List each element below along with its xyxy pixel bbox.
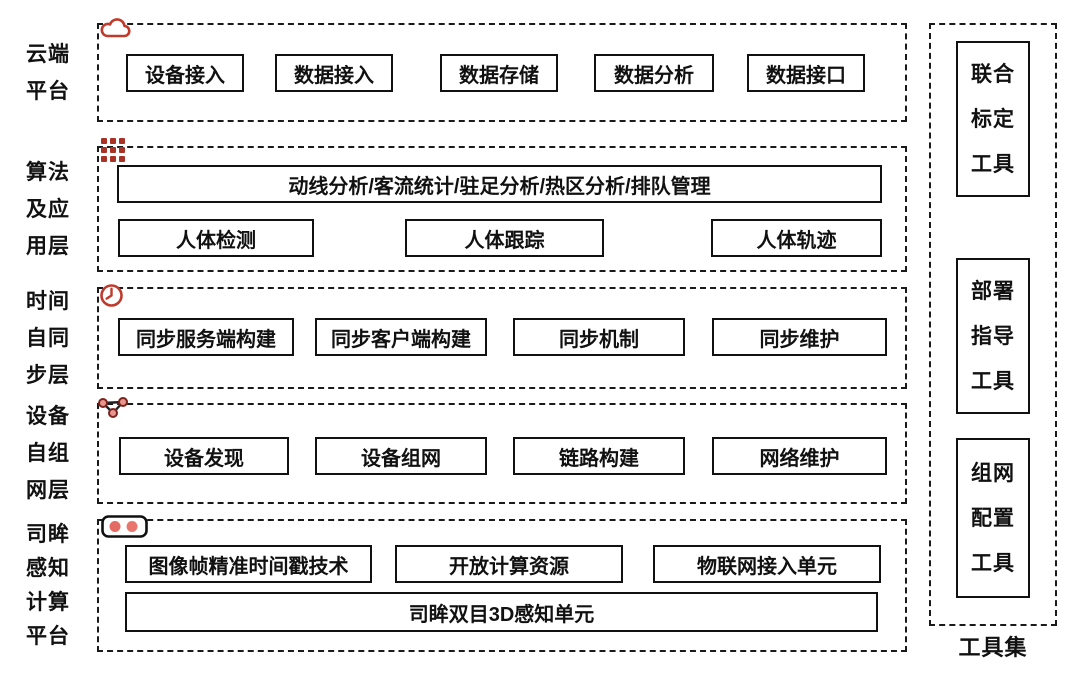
diagram-box-wide: 动线分析/客流统计/驻足分析/热区分析/排队管理 xyxy=(117,165,882,203)
diagram-box: 人体轨迹 xyxy=(711,219,882,257)
diagram-box: 链路构建 xyxy=(513,437,685,475)
layer-label-device-network: 设备 自组 网层 xyxy=(26,405,70,502)
diagram-box: 数据接入 xyxy=(275,54,393,92)
layer-time-sync: 同步服务端构建 同步客户端构建 同步机制 同步维护 xyxy=(97,284,907,389)
diagram-box: 设备组网 xyxy=(315,437,487,475)
diagram-box: 同步客户端构建 xyxy=(315,318,487,356)
diagram-box: 人体跟踪 xyxy=(405,219,604,257)
diagram-box: 设备发现 xyxy=(119,437,289,475)
network-topology-icon xyxy=(96,396,132,426)
clock-icon xyxy=(98,282,125,309)
diagram-box: 同步服务端构建 xyxy=(118,318,294,356)
cloud-icon xyxy=(100,17,132,41)
diagram-box: 设备接入 xyxy=(126,54,244,92)
layer-device-network: 设备发现 设备组网 链路构建 网络维护 xyxy=(97,397,907,504)
diagram-box: 网络维护 xyxy=(712,437,887,475)
layer-algorithm-application: 动线分析/客流统计/驻足分析/热区分析/排队管理 人体检测 人体跟踪 人体轨迹 xyxy=(97,138,907,272)
layer-label-time-sync: 时间 自同 步层 xyxy=(26,289,70,387)
diagram-box: 人体检测 xyxy=(118,219,314,257)
diagram-box: 同步机制 xyxy=(513,318,685,356)
toolset-container: 联合 标定 工具 部署 指导 工具 组网 配置 工具 xyxy=(929,23,1057,626)
grid-dots-icon xyxy=(101,138,126,164)
diagram-box: 数据分析 xyxy=(594,54,714,92)
diagram-box: 物联网接入单元 xyxy=(653,545,881,583)
layer-label-perception-platform: 司眸 感知 计算 平台 xyxy=(26,522,70,648)
layer-cloud-platform: 设备接入 数据接入 数据存储 数据分析 数据接口 xyxy=(97,18,907,122)
diagram-box: 图像帧精准时间戳技术 xyxy=(125,545,372,583)
tool-box-joint-calibration: 联合 标定 工具 xyxy=(956,41,1030,197)
layer-label-algorithm-application: 算法 及应 用层 xyxy=(26,160,70,258)
diagram-box: 数据存储 xyxy=(440,54,558,92)
toolset-label: 工具集 xyxy=(958,635,1028,660)
diagram-box: 开放计算资源 xyxy=(395,545,623,583)
diagram-box: 同步维护 xyxy=(712,318,887,356)
tool-box-network-config: 组网 配置 工具 xyxy=(956,438,1030,598)
stereo-camera-icon xyxy=(101,515,149,539)
tool-box-deployment-guidance: 部署 指导 工具 xyxy=(956,258,1030,414)
diagram-box-wide: 司眸双目3D感知单元 xyxy=(125,592,878,632)
layer-label-cloud-platform: 云端 平台 xyxy=(26,42,70,103)
diagram-box: 数据接口 xyxy=(747,54,865,92)
layer-perception-platform: 图像帧精准时间戳技术 开放计算资源 物联网接入单元 司眸双目3D感知单元 xyxy=(97,515,907,652)
